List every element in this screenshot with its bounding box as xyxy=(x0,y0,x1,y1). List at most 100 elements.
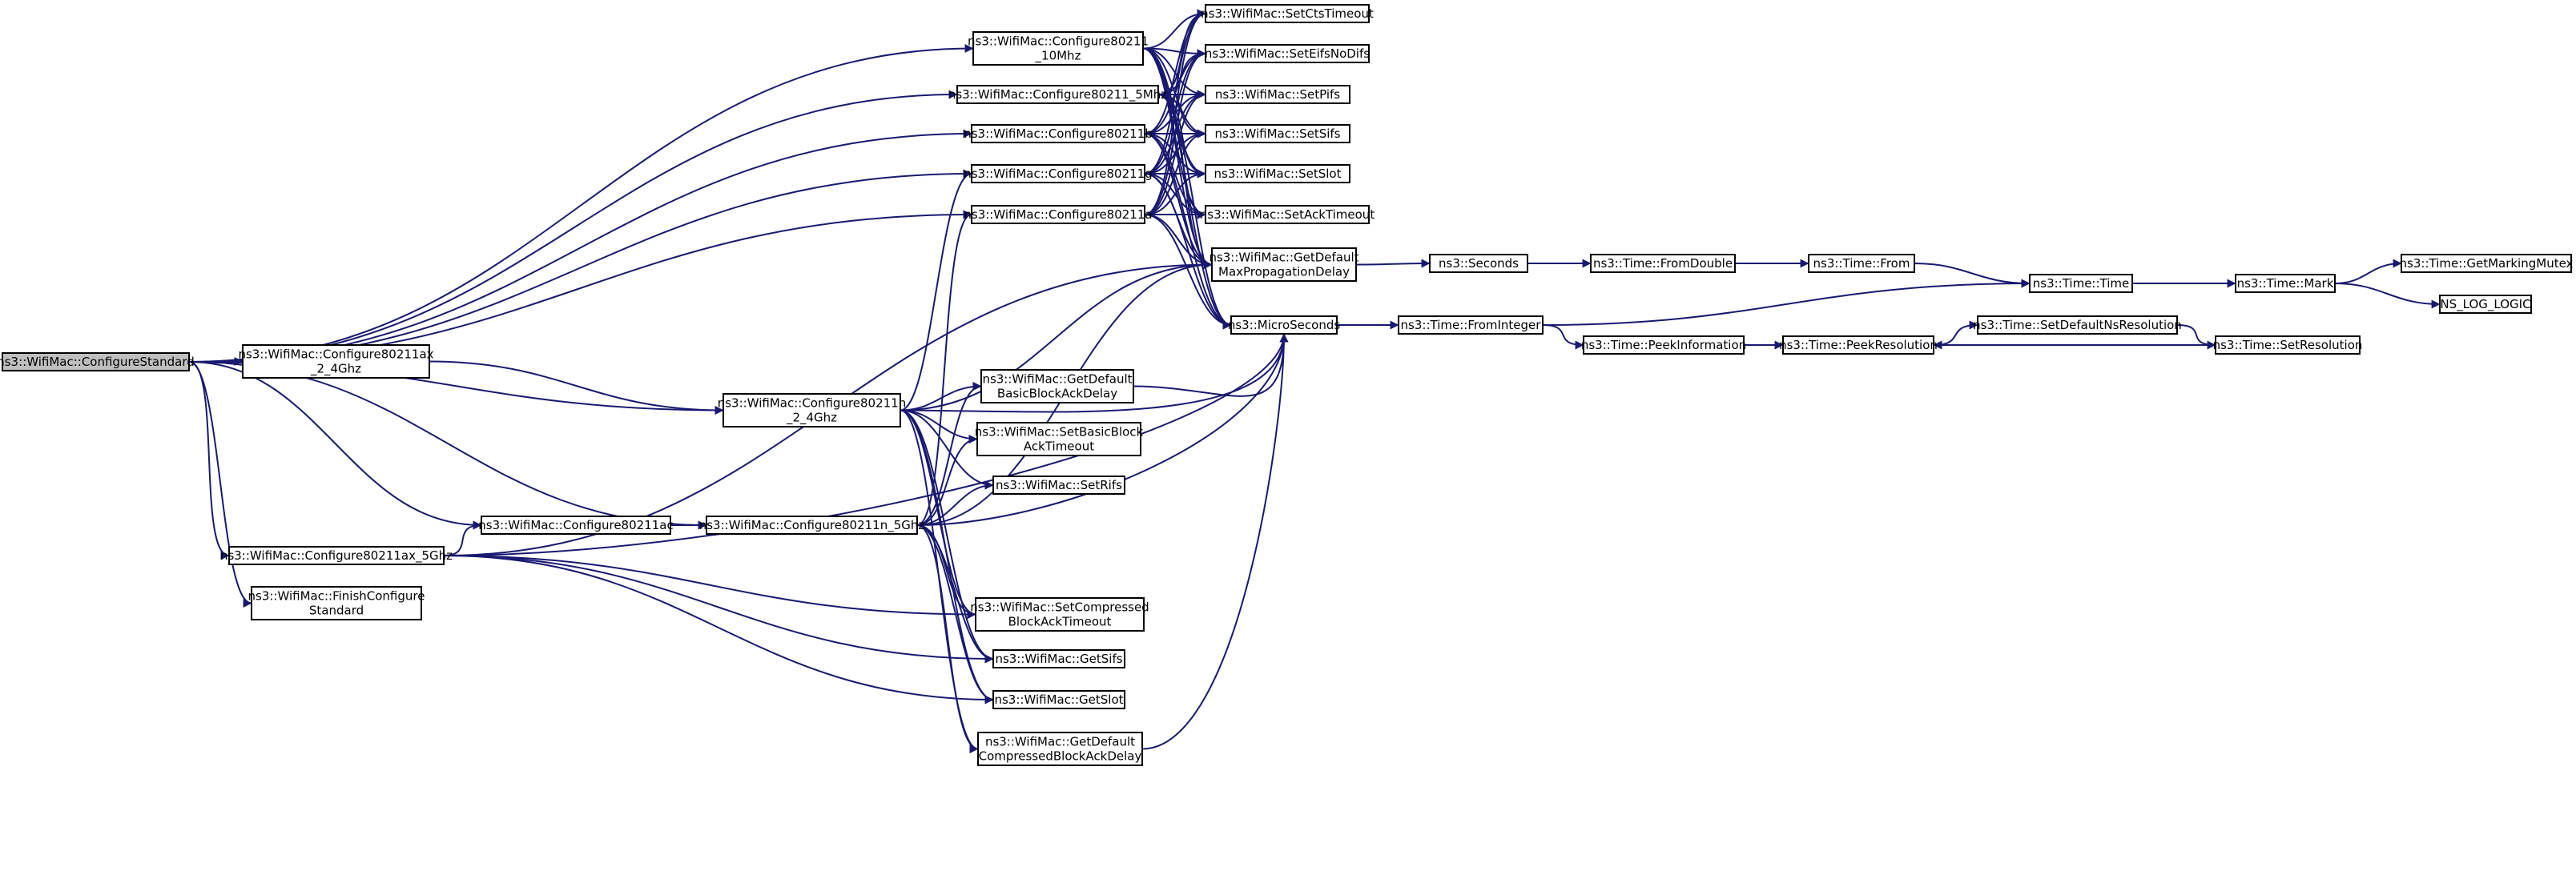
node-cfg-b[interactable]: ns3::WifiMac::Configure80211b xyxy=(964,124,1153,143)
node-set-eifs[interactable]: ns3::WifiMac::SetEifsNoDifs xyxy=(1205,44,1370,63)
node-get-def-maxprop[interactable]: ns3::WifiMac::GetDefaultMaxPropagationDe… xyxy=(1209,247,1359,282)
edge-cfg-a-to-set-eifs xyxy=(1144,49,1206,215)
node-cfg-ax-5[interactable]: ns3::WifiMac::Configure80211ax_5Ghz xyxy=(220,546,453,565)
node-label: ns3::WifiMac::Configure80211n_5Ghz xyxy=(699,518,925,533)
node-label: ns3::WifiMac::GetSifs xyxy=(995,652,1122,666)
node-configure-standard[interactable]: ns3::WifiMac::ConfigureStandard xyxy=(0,352,195,371)
edge-from-to-time xyxy=(1914,263,2031,288)
node-label: ns3::WifiMac::GetDefault xyxy=(982,372,1132,387)
call-edges xyxy=(188,9,2441,753)
node-cfg-ac[interactable]: ns3::WifiMac::Configure80211ac xyxy=(478,516,674,535)
node-box xyxy=(971,164,1145,183)
edge-cfg-n-5-to-set-rifs xyxy=(916,480,994,526)
node-label: ns3::Seconds xyxy=(1439,256,1519,271)
node-cfg-g[interactable]: ns3::WifiMac::Configure80211g xyxy=(964,164,1153,183)
node-cfg-a[interactable]: ns3::WifiMac::Configure80211a xyxy=(964,205,1153,224)
edge-cfg-g-to-set-cts xyxy=(1144,9,1206,175)
node-micro[interactable]: ns3::MicroSeconds xyxy=(1228,315,1341,335)
node-box xyxy=(1583,335,1745,355)
node-box xyxy=(2,352,190,371)
edge-cfg-ax-5-to-get-slot xyxy=(443,555,994,704)
edge-cfg-ax-5-to-cfg-ac xyxy=(443,520,482,556)
node-set-default-ns[interactable]: ns3::Time::SetDefaultNsResolution xyxy=(1973,315,2182,335)
edge-cfg-n-2-4-to-micro xyxy=(900,333,1289,413)
node-mark[interactable]: ns3::Time::Mark xyxy=(2235,274,2336,293)
node-label: ns3::WifiMac::SetCtsTimeout xyxy=(1201,6,1374,21)
node-from[interactable]: ns3::Time::From xyxy=(1808,254,1915,273)
node-get-slot[interactable]: ns3::WifiMac::GetSlot xyxy=(992,690,1125,709)
node-box xyxy=(980,369,1134,403)
node-get-marking[interactable]: ns3::Time::GetMarkingMutex xyxy=(2400,254,2574,273)
node-get-sifs[interactable]: ns3::WifiMac::GetSifs xyxy=(992,649,1125,668)
edge-cfg-ax-2-4-to-cfg-n-2-4 xyxy=(429,360,724,415)
node-label: ns3::WifiMac::ConfigureStandard xyxy=(0,355,195,369)
node-box xyxy=(2235,274,2336,293)
node-label: ns3::WifiMac::Configure80211_5Mhz xyxy=(948,87,1167,102)
edge-cfg-ax-5-to-micro xyxy=(443,333,1289,556)
node-box xyxy=(481,516,671,535)
edge-configure-standard-to-cfg-ac xyxy=(188,361,482,530)
node-label: ns3::WifiMac::GetDefault xyxy=(1209,251,1358,265)
edge-cfg-a-to-set-sifs xyxy=(1144,129,1206,215)
node-ns-log[interactable]: NS_LOG_LOGIC xyxy=(2439,295,2532,314)
node-get-def-basic[interactable]: ns3::WifiMac::GetDefaultBasicBlockAckDel… xyxy=(980,369,1134,403)
node-label: ns3::WifiMac::SetEifsNoDifs xyxy=(1205,46,1370,61)
node-from-integer[interactable]: ns3::Time::FromInteger xyxy=(1398,315,1544,335)
node-set-slot[interactable]: ns3::WifiMac::SetSlot xyxy=(1205,164,1350,183)
edge-cfg-n-5-to-set-basic xyxy=(916,435,978,526)
node-label: ns3::WifiMac::SetPifs xyxy=(1215,87,1340,102)
node-cfg-10mhz[interactable]: ns3::WifiMac::Configure80211_10Mhz xyxy=(968,31,1149,66)
node-label: ns3::WifiMac::Configure80211n xyxy=(718,396,907,411)
node-set-rifs[interactable]: ns3::WifiMac::SetRifs xyxy=(992,476,1125,495)
node-get-def-compressed[interactable]: ns3::WifiMac::GetDefaultCompressedBlockA… xyxy=(977,732,1143,766)
edge-peek-res-to-set-default-ns xyxy=(1933,320,1978,346)
node-label: _2_4Ghz xyxy=(310,362,361,377)
node-peek-res[interactable]: ns3::Time::PeekResolution xyxy=(1779,335,1938,355)
node-cfg-ax-2-4[interactable]: ns3::WifiMac::Configure80211ax_2_4Ghz xyxy=(238,344,434,379)
edge-configure-standard-to-cfg-a xyxy=(188,210,972,363)
node-cfg-5mhz[interactable]: ns3::WifiMac::Configure80211_5Mhz xyxy=(948,85,1167,104)
node-time[interactable]: ns3::Time::Time xyxy=(2029,274,2133,293)
node-box xyxy=(1205,85,1350,104)
node-set-ack[interactable]: ns3::WifiMac::SetAckTimeout xyxy=(1200,205,1375,224)
node-label: ns3::WifiMac::SetRifs xyxy=(996,478,1122,492)
node-set-cts[interactable]: ns3::WifiMac::SetCtsTimeout xyxy=(1201,4,1374,23)
edge-cfg-n-5-to-get-def-basic xyxy=(916,382,982,526)
node-seconds[interactable]: ns3::Seconds xyxy=(1429,254,1528,273)
node-label: CompressedBlockAckDelay xyxy=(979,749,1142,764)
edge-cfg-10mhz-to-set-eifs xyxy=(1142,47,1206,58)
node-box xyxy=(1205,164,1350,183)
node-peek-info[interactable]: ns3::Time::PeekInformation xyxy=(1581,335,1746,355)
node-set-compressed[interactable]: ns3::WifiMac::SetCompressedBlockAckTimeo… xyxy=(970,597,1149,632)
node-box xyxy=(242,344,430,379)
node-set-sifs[interactable]: ns3::WifiMac::SetSifs xyxy=(1205,124,1350,143)
edge-cfg-10mhz-to-set-cts xyxy=(1142,9,1206,50)
node-box xyxy=(972,31,1144,66)
edge-cfg-n-5-to-get-slot xyxy=(916,524,994,704)
node-label: NS_LOG_LOGIC xyxy=(2440,297,2530,312)
node-label: Standard xyxy=(309,604,364,618)
node-box xyxy=(992,690,1125,709)
node-box xyxy=(956,85,1159,104)
edge-cfg-g-to-micro xyxy=(1144,173,1232,330)
edge-cfg-n-5-to-cfg-a xyxy=(916,210,972,526)
node-label: ns3::Time::Time xyxy=(2033,276,2130,291)
node-box xyxy=(1211,247,1357,282)
edge-configure-standard-to-cfg-g xyxy=(188,169,972,363)
edge-get-def-maxprop-to-seconds xyxy=(1355,259,1431,268)
node-set-pifs[interactable]: ns3::WifiMac::SetPifs xyxy=(1205,85,1350,104)
node-label: ns3::MicroSeconds xyxy=(1228,318,1341,332)
node-label: ns3::WifiMac::Configure80211ax_5Ghz xyxy=(220,548,453,564)
node-cfg-n-2-4[interactable]: ns3::WifiMac::Configure80211n_2_4Ghz xyxy=(718,393,907,427)
node-set-res[interactable]: ns3::Time::SetResolution xyxy=(2213,335,2363,355)
edge-configure-standard-to-cfg-5mhz xyxy=(188,90,958,363)
edge-cfg-10mhz-to-set-pifs xyxy=(1142,47,1206,99)
node-cfg-n-5[interactable]: ns3::WifiMac::Configure80211n_5Ghz xyxy=(699,516,925,535)
node-from-double[interactable]: ns3::Time::FromDouble xyxy=(1590,254,1736,273)
edge-cfg-n-2-4-to-get-sifs xyxy=(900,409,994,664)
node-label: ns3::Time::Mark xyxy=(2237,276,2334,291)
node-label: BlockAckTimeout xyxy=(1008,615,1112,629)
